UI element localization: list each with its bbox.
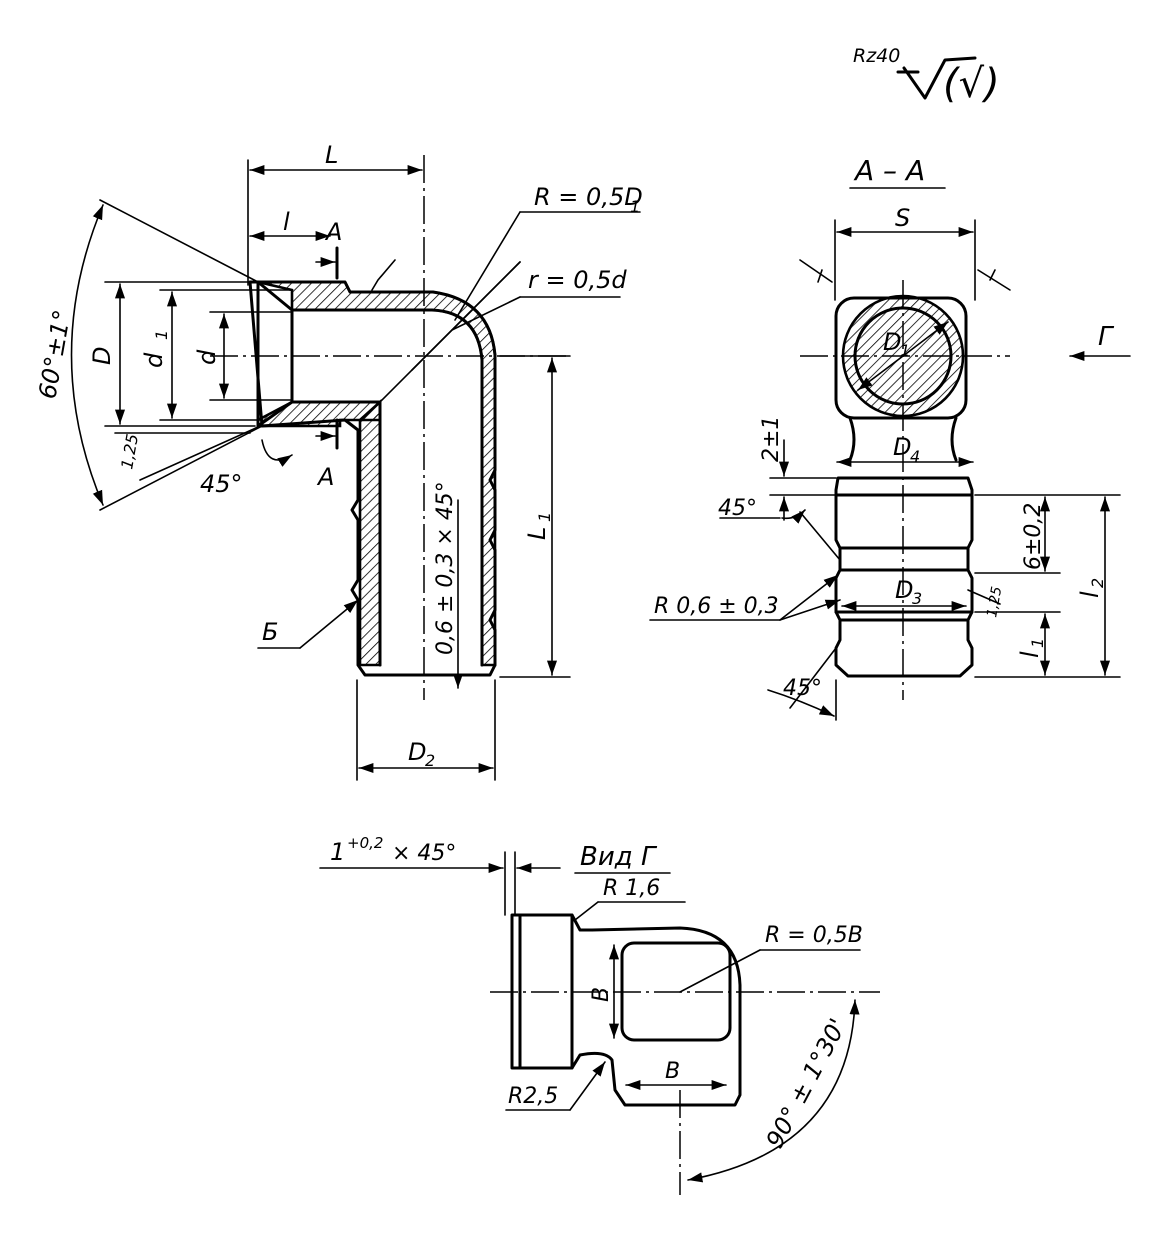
roughness-tick-right bbox=[977, 269, 1011, 291]
label-D2-sub: 2 bbox=[425, 751, 435, 770]
leader-45-top bbox=[799, 511, 841, 561]
inlet-chamfer-top bbox=[256, 280, 294, 312]
label-l: l bbox=[283, 208, 290, 236]
label-l1: l bbox=[1016, 651, 1044, 658]
label-R-outer-sub: 1 bbox=[630, 197, 640, 216]
inlet-chamfer-bottom bbox=[256, 400, 294, 428]
label-6: 6±0,2 bbox=[1021, 503, 1046, 570]
leader-R16 bbox=[574, 901, 599, 921]
section-A-bottom: A bbox=[316, 463, 334, 491]
label-l2-sub: 2 bbox=[1088, 578, 1107, 588]
main-elbow-view: L l A A R = 0,5D 1 r = 0,5d bbox=[33, 141, 643, 781]
roughness-check-icon bbox=[902, 56, 977, 100]
label-R-outer: R = 0,5D bbox=[534, 183, 643, 211]
leader-R05B bbox=[679, 949, 761, 993]
section-aa-view: A – A S D 1 Г D 4 bbox=[649, 154, 1131, 721]
label-B: Б bbox=[262, 618, 278, 646]
angle45-arc bbox=[261, 439, 293, 467]
leader-R06-b bbox=[779, 574, 839, 621]
label-r-inner: r = 0,5d bbox=[528, 266, 627, 294]
label-D4: D bbox=[893, 433, 911, 461]
label-2: 2±1 bbox=[759, 416, 784, 462]
label-D2: D bbox=[408, 738, 426, 766]
view-g: Вид Г 1 +0,2 × 45° R 1,6 R = 0,5B B B bbox=[319, 834, 880, 1195]
label-D1: D bbox=[883, 328, 901, 356]
angle90-arc bbox=[687, 999, 860, 1183]
label-R05B: R = 0,5B bbox=[765, 923, 863, 948]
label-45-top: 45° bbox=[718, 496, 757, 521]
outer-contour bbox=[248, 280, 497, 677]
roughness-bracket: (√) bbox=[943, 61, 1000, 107]
label-D4-sub: 4 bbox=[910, 447, 920, 466]
leader-B bbox=[299, 599, 359, 649]
leader-r bbox=[411, 261, 521, 371]
label-D3-sub: 3 bbox=[912, 589, 922, 608]
angle-line-bottom bbox=[99, 425, 263, 511]
label-D1-sub: 1 bbox=[900, 341, 910, 360]
section-aa-title: A – A bbox=[853, 154, 925, 187]
roughness-value: Rz40 bbox=[853, 45, 900, 67]
label-R16: R 1,6 bbox=[603, 876, 660, 901]
label-L1-sub: 1 bbox=[535, 512, 554, 522]
roughness-symbol: Rz40 (√) bbox=[853, 45, 1000, 107]
label-D3: D bbox=[895, 576, 913, 604]
leader-r-inner bbox=[451, 296, 521, 331]
roughness-tick-left bbox=[799, 259, 833, 283]
label-chamfer: 0,6 ± 0,3 × 45° bbox=[433, 481, 458, 655]
label-S: S bbox=[895, 204, 910, 232]
label-d1-sub: 1 bbox=[152, 330, 171, 340]
label-R06: R 0,6 ± 0,3 bbox=[654, 594, 779, 619]
label-L: L bbox=[325, 141, 338, 169]
left-tube-wall bbox=[358, 399, 382, 667]
angle45-top-arc bbox=[781, 509, 806, 524]
label-125-aa: 1,25 bbox=[984, 585, 1005, 619]
label-B-horizontal: B bbox=[665, 1059, 680, 1084]
leader-R06 bbox=[779, 599, 841, 621]
label-angle45: 45° bbox=[200, 470, 243, 498]
label-chamfer-1: 1 bbox=[330, 838, 345, 866]
label-angle60: 60°±1° bbox=[33, 308, 76, 401]
label-chamfer-tol: +0,2 bbox=[347, 834, 383, 852]
label-l1-sub: 1 bbox=[1028, 638, 1047, 648]
label-45-bottom: 45° bbox=[783, 676, 822, 701]
section-A-top: A bbox=[324, 218, 342, 246]
inner-bend bbox=[290, 308, 484, 667]
label-G-arrow: Г bbox=[1098, 322, 1115, 352]
label-R25: R2,5 bbox=[508, 1084, 558, 1109]
neck bbox=[848, 416, 958, 462]
leader-R25 bbox=[569, 1061, 606, 1111]
roughness-tick-main bbox=[371, 259, 396, 291]
inner-bore bbox=[290, 308, 382, 667]
label-125: 1,25 bbox=[117, 432, 142, 470]
angle45-bottom-arc bbox=[767, 689, 835, 717]
leader-125 bbox=[139, 426, 259, 481]
label-B-vertical: B bbox=[589, 987, 614, 1002]
label-d: d bbox=[193, 349, 221, 365]
label-chamfer-tail: × 45° bbox=[392, 841, 456, 866]
angle60-arc bbox=[70, 204, 104, 506]
label-l2: l bbox=[1076, 591, 1104, 598]
leader-125-aa bbox=[967, 589, 1001, 605]
angle-line-top bbox=[99, 199, 259, 283]
label-angle90: 90° ± 1°30' bbox=[761, 1014, 853, 1153]
dim-D1 bbox=[857, 321, 949, 391]
leader-45-bottom bbox=[789, 647, 837, 709]
label-D: D bbox=[88, 347, 116, 365]
leader-R-outer bbox=[454, 211, 521, 321]
label-d1: d bbox=[140, 352, 168, 368]
view-g-title: Вид Г bbox=[580, 842, 658, 872]
label-L1: L bbox=[523, 527, 551, 540]
